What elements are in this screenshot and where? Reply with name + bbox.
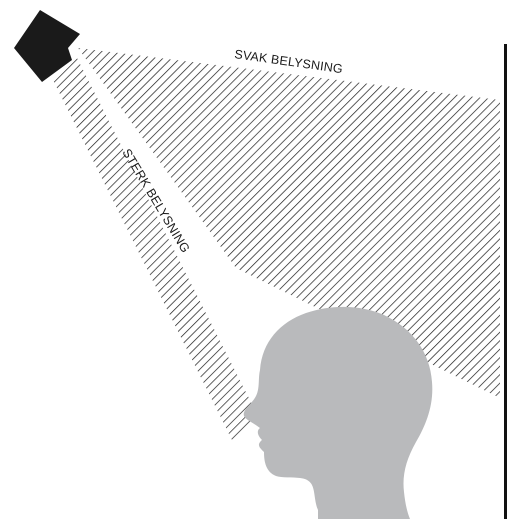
- wall-line: [504, 44, 507, 519]
- head-silhouette-icon: [244, 307, 433, 519]
